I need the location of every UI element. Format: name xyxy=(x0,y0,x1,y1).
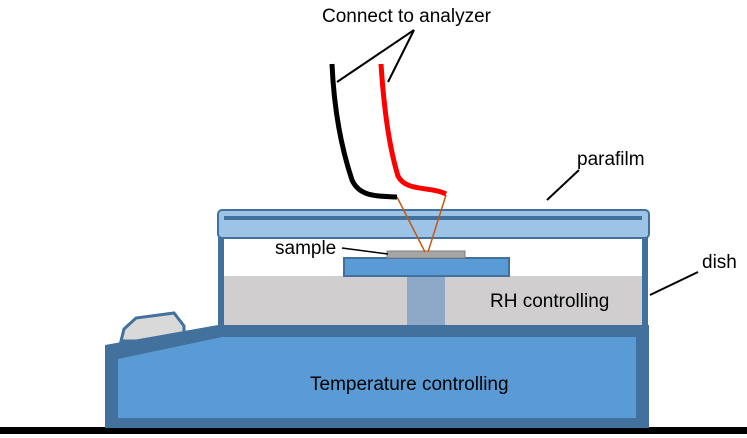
temperature-label: Temperature controlling xyxy=(310,374,509,395)
sample-platform xyxy=(343,257,510,277)
dish-label: dish xyxy=(702,252,737,273)
wire-black xyxy=(329,63,398,200)
sample-pillar xyxy=(407,276,445,325)
sample-label: sample xyxy=(275,238,336,259)
ground-line xyxy=(0,427,747,434)
dish-pointer xyxy=(649,271,699,296)
sample-pointer xyxy=(341,247,389,255)
probe-right xyxy=(427,194,447,253)
dish-wall-right xyxy=(642,215,648,325)
connect-pointer-black xyxy=(336,29,415,83)
parafilm-label: parafilm xyxy=(577,149,645,170)
rh-label: RH controlling xyxy=(490,291,609,312)
connect-label: Connect to analyzer xyxy=(322,6,492,27)
temperature-stage-inner xyxy=(118,337,636,418)
wire-red xyxy=(378,63,448,197)
probe-left xyxy=(396,196,426,253)
parafilm-pointer xyxy=(546,169,580,201)
sample-film xyxy=(386,250,466,259)
dish-wall-left xyxy=(218,215,224,325)
connect-pointer-red xyxy=(387,29,415,83)
parafilm-rim xyxy=(224,216,642,220)
